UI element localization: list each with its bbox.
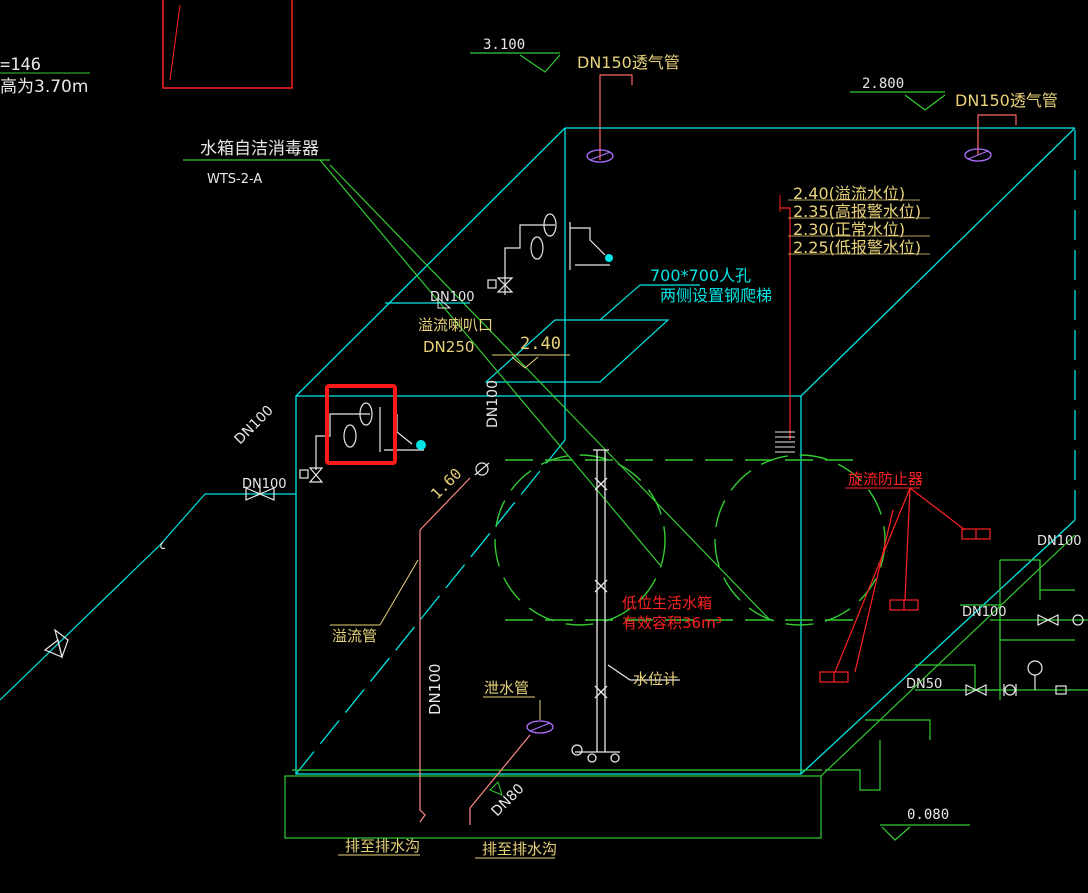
manhole <box>484 284 700 383</box>
base-elevation: 0.080 <box>880 807 970 841</box>
overflow-elevation: 2.40 <box>520 334 561 354</box>
drain-pipe-label: 泄水管 <box>484 679 529 697</box>
vortex-preventer: 旋流防止器 <box>819 470 991 683</box>
overflow-pipe <box>419 462 531 825</box>
pipe-callouts: 溢流管 泄水管 排至排水沟 排至排水沟 <box>330 559 557 859</box>
tank-callout: 低位生活水箱 有效容积36m³ 水位计 <box>622 594 722 688</box>
manhole-callout: 700*700人孔 两侧设置钢爬梯 <box>650 266 772 305</box>
tank-name: 低位生活水箱 <box>622 594 712 612</box>
level-gauge <box>571 449 680 763</box>
disinfector-callout: 水箱自洁消毒器 WTS-2-A <box>200 139 319 187</box>
water-level-3: 2.30(正常水位) <box>793 220 905 239</box>
disinfector-leaders <box>183 159 771 621</box>
selection-highlight-box <box>325 384 397 465</box>
disinfector-model: WTS-2-A <box>207 172 262 187</box>
level-gauge-label: 水位计 <box>633 670 678 688</box>
dn100-overflow: DN100 <box>426 664 444 715</box>
overflow-mouth: DN100 溢流喇叭口 DN250 2.40 <box>0 290 570 701</box>
tank-volume: 有效容积36m³ <box>622 614 722 632</box>
dn100-right-1: DN100 <box>1037 534 1082 549</box>
base-elevation-value: 0.080 <box>907 807 949 823</box>
corner-fragment: =146 高为3.70m <box>0 0 293 97</box>
upper-valve-assembly <box>487 213 613 295</box>
tank-internal-dashes <box>494 454 886 626</box>
dn80: DN80 <box>489 781 528 820</box>
drain-pipe-fitting <box>489 700 554 796</box>
elev-160: 1.60 <box>427 465 465 503</box>
corner-text-2: 高为3.70m <box>0 77 88 97</box>
corner-text-1: =146 <box>0 55 41 75</box>
overflow-dn100: DN100 <box>430 290 475 305</box>
dn100-vertical: DN100 <box>485 380 501 428</box>
water-level-1: 2.40(溢流水位) <box>793 184 905 203</box>
overflow-pipe-label: 溢流管 <box>332 627 377 645</box>
dn100-right-2: DN100 <box>962 605 1007 620</box>
vortex-label: 旋流防止器 <box>848 470 923 488</box>
dn100-diag: DN100 <box>232 403 277 448</box>
discharge-label-2: 排至排水沟 <box>482 840 557 858</box>
vent1-label: DN150透气管 <box>577 53 680 72</box>
water-level-annotations: 2.40(溢流水位) 2.35(高报警水位) 2.30(正常水位) 2.25(低… <box>775 184 930 453</box>
overflow-mouth-dn: DN250 <box>423 338 474 356</box>
water-level-2: 2.35(高报警水位) <box>793 202 921 221</box>
right-pipe-fittings <box>915 614 1088 696</box>
dn100-valve: DN100 <box>242 477 287 492</box>
tank-outline <box>295 127 1076 775</box>
vent2-label: DN150透气管 <box>955 91 1058 110</box>
vent-pipe-2: 2.800 DN150透气管 <box>850 76 1058 162</box>
vent-pipe-1: 3.100 DN150透气管 <box>470 37 680 163</box>
vent1-elevation: 3.100 <box>483 37 525 53</box>
vent2-elevation: 2.800 <box>862 76 904 92</box>
disinfector-label: 水箱自洁消毒器 <box>200 139 319 159</box>
manhole-line1: 700*700人孔 <box>650 266 751 285</box>
left-pipe-fittings <box>43 467 324 660</box>
manhole-line2: 两侧设置钢爬梯 <box>660 286 772 305</box>
highlighted-valve-assembly[interactable] <box>315 384 426 470</box>
water-level-4: 2.25(低报警水位) <box>793 238 921 257</box>
overflow-mouth-label: 溢流喇叭口 <box>418 316 493 334</box>
discharge-label-1: 排至排水沟 <box>345 837 420 855</box>
dn50: DN50 <box>906 677 942 692</box>
tank-base <box>284 534 1076 839</box>
